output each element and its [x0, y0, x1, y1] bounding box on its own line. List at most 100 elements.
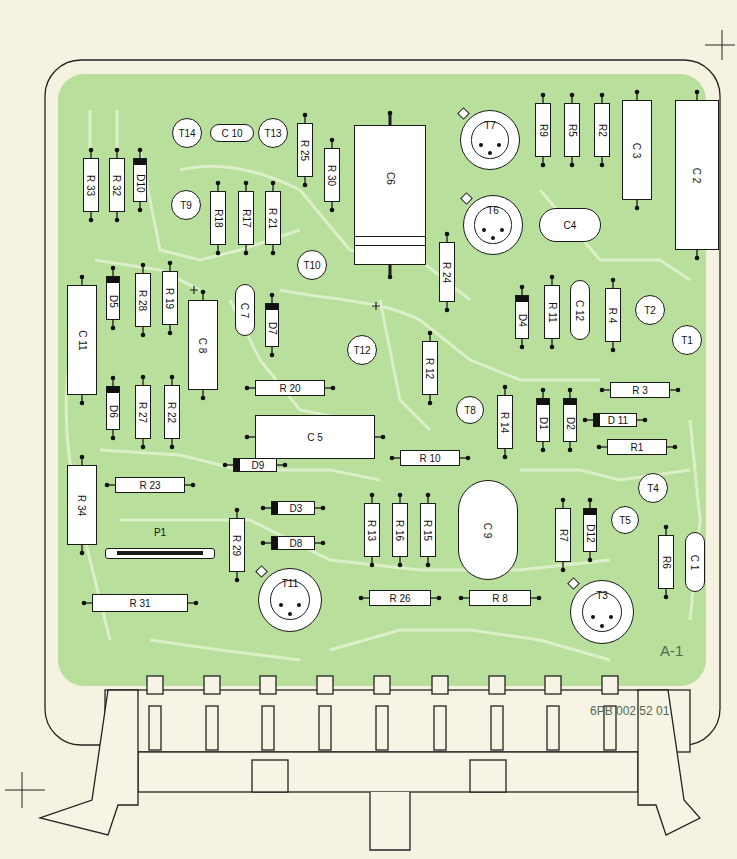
solder-pad — [111, 436, 116, 441]
solder-pad — [541, 93, 546, 98]
part-label: R 25 — [300, 139, 311, 160]
part-label: P1 — [154, 527, 166, 538]
solder-pad — [111, 326, 116, 331]
solder-pad — [244, 251, 249, 256]
part-label: D10 — [135, 174, 146, 192]
part-label: R 29 — [232, 534, 243, 555]
component-body: R 31 — [92, 594, 188, 612]
part-label: T12 — [353, 345, 370, 356]
part-label: C 3 — [632, 142, 643, 158]
diode-symbol: D 11 — [593, 413, 637, 427]
part-label: R17 — [241, 209, 252, 227]
pin-hole — [600, 624, 604, 628]
part-label: R 19 — [165, 287, 176, 308]
slot — [491, 706, 503, 750]
slot — [262, 706, 274, 750]
solder-pad — [570, 163, 575, 168]
solder-pad — [271, 251, 276, 256]
part-label: C 10 — [221, 128, 242, 139]
solder-pad — [115, 218, 120, 223]
part-label: R 15 — [423, 519, 434, 540]
part-label: C 8 — [198, 337, 209, 353]
cathode-band — [107, 277, 119, 283]
solder-pad — [270, 353, 275, 358]
pin — [602, 676, 618, 694]
part-label: C 7 — [240, 302, 251, 318]
transistor-tab — [567, 577, 580, 590]
part-label: D6 — [108, 405, 119, 418]
plus-mark — [190, 286, 198, 294]
part-label: T2 — [644, 305, 656, 316]
connector-slots — [149, 706, 616, 750]
solder-pad — [321, 506, 326, 511]
part-label: C 5 — [307, 432, 323, 443]
part-label: D7 — [267, 322, 278, 335]
solder-pad — [695, 256, 700, 261]
diode-symbol: D6 — [106, 386, 120, 430]
solder-pad — [600, 388, 605, 393]
board-outline — [45, 60, 720, 745]
part-label: R 11 — [547, 302, 558, 322]
component-body: C 11 — [67, 285, 97, 395]
solder-pad — [82, 601, 87, 606]
pin — [432, 676, 448, 694]
solder-pad — [437, 596, 442, 601]
part-label: R 12 — [425, 357, 436, 378]
part-label: R 32 — [112, 174, 123, 195]
solder-pad — [381, 435, 386, 440]
solder-pad — [568, 448, 573, 453]
crosshair — [705, 30, 735, 60]
part-label: R 10 — [419, 453, 440, 464]
solder-pad — [459, 596, 464, 601]
component-body: R6 — [658, 535, 674, 589]
part-label: R2 — [596, 124, 607, 137]
pin-hole — [497, 143, 501, 147]
solder-pad — [223, 463, 228, 468]
solder-pad — [80, 455, 85, 460]
pin — [260, 676, 276, 694]
component-body: R9 — [535, 103, 551, 157]
solder-pad — [330, 138, 335, 143]
component-body: R 28 — [135, 273, 151, 327]
part-label: R 24 — [442, 261, 453, 282]
crosshair — [5, 772, 45, 808]
component-body: R 3 — [610, 382, 670, 398]
component-body: C 8 — [188, 300, 218, 390]
capacitor-oval: C 9 — [458, 480, 518, 580]
transistor-can: T3 — [570, 580, 634, 644]
solder-pad — [428, 331, 433, 336]
solder-pad — [216, 251, 221, 256]
diode-symbol: D1 — [536, 398, 550, 442]
capacitor-oval: C 1 — [685, 532, 705, 592]
solder-pad — [89, 218, 94, 223]
part-label: C 1 — [690, 554, 701, 570]
transistor-tab — [457, 107, 470, 120]
traces — [66, 110, 700, 660]
plus-marks — [190, 286, 380, 310]
solder-pad — [664, 595, 669, 600]
solder-pad — [216, 181, 221, 186]
pin — [374, 676, 390, 694]
part-label: T11 — [282, 578, 299, 589]
solder-pad — [445, 232, 450, 237]
diode-symbol: D8 — [271, 536, 315, 550]
connector-notch — [470, 760, 506, 792]
component-body: C 2 — [675, 100, 719, 250]
part-label: T4 — [647, 483, 659, 494]
diode-symbol: D9 — [233, 458, 277, 472]
connector-pins — [147, 676, 618, 694]
pin-hole — [297, 603, 301, 607]
part-label: R 34 — [77, 494, 88, 515]
solder-pad — [235, 578, 240, 583]
part-label: T7 — [484, 120, 496, 131]
solder-pad — [673, 445, 678, 450]
solder-pad — [426, 563, 431, 568]
transistor-tab — [255, 565, 268, 578]
solder-pad — [80, 275, 85, 280]
transistor-tab — [460, 192, 473, 205]
part-label: D4 — [517, 314, 528, 327]
part-label: D9 — [252, 460, 265, 471]
solder-pad — [303, 113, 308, 118]
transistor-outline: T4 — [638, 473, 668, 503]
capacitor-oval: C 12 — [570, 280, 590, 340]
